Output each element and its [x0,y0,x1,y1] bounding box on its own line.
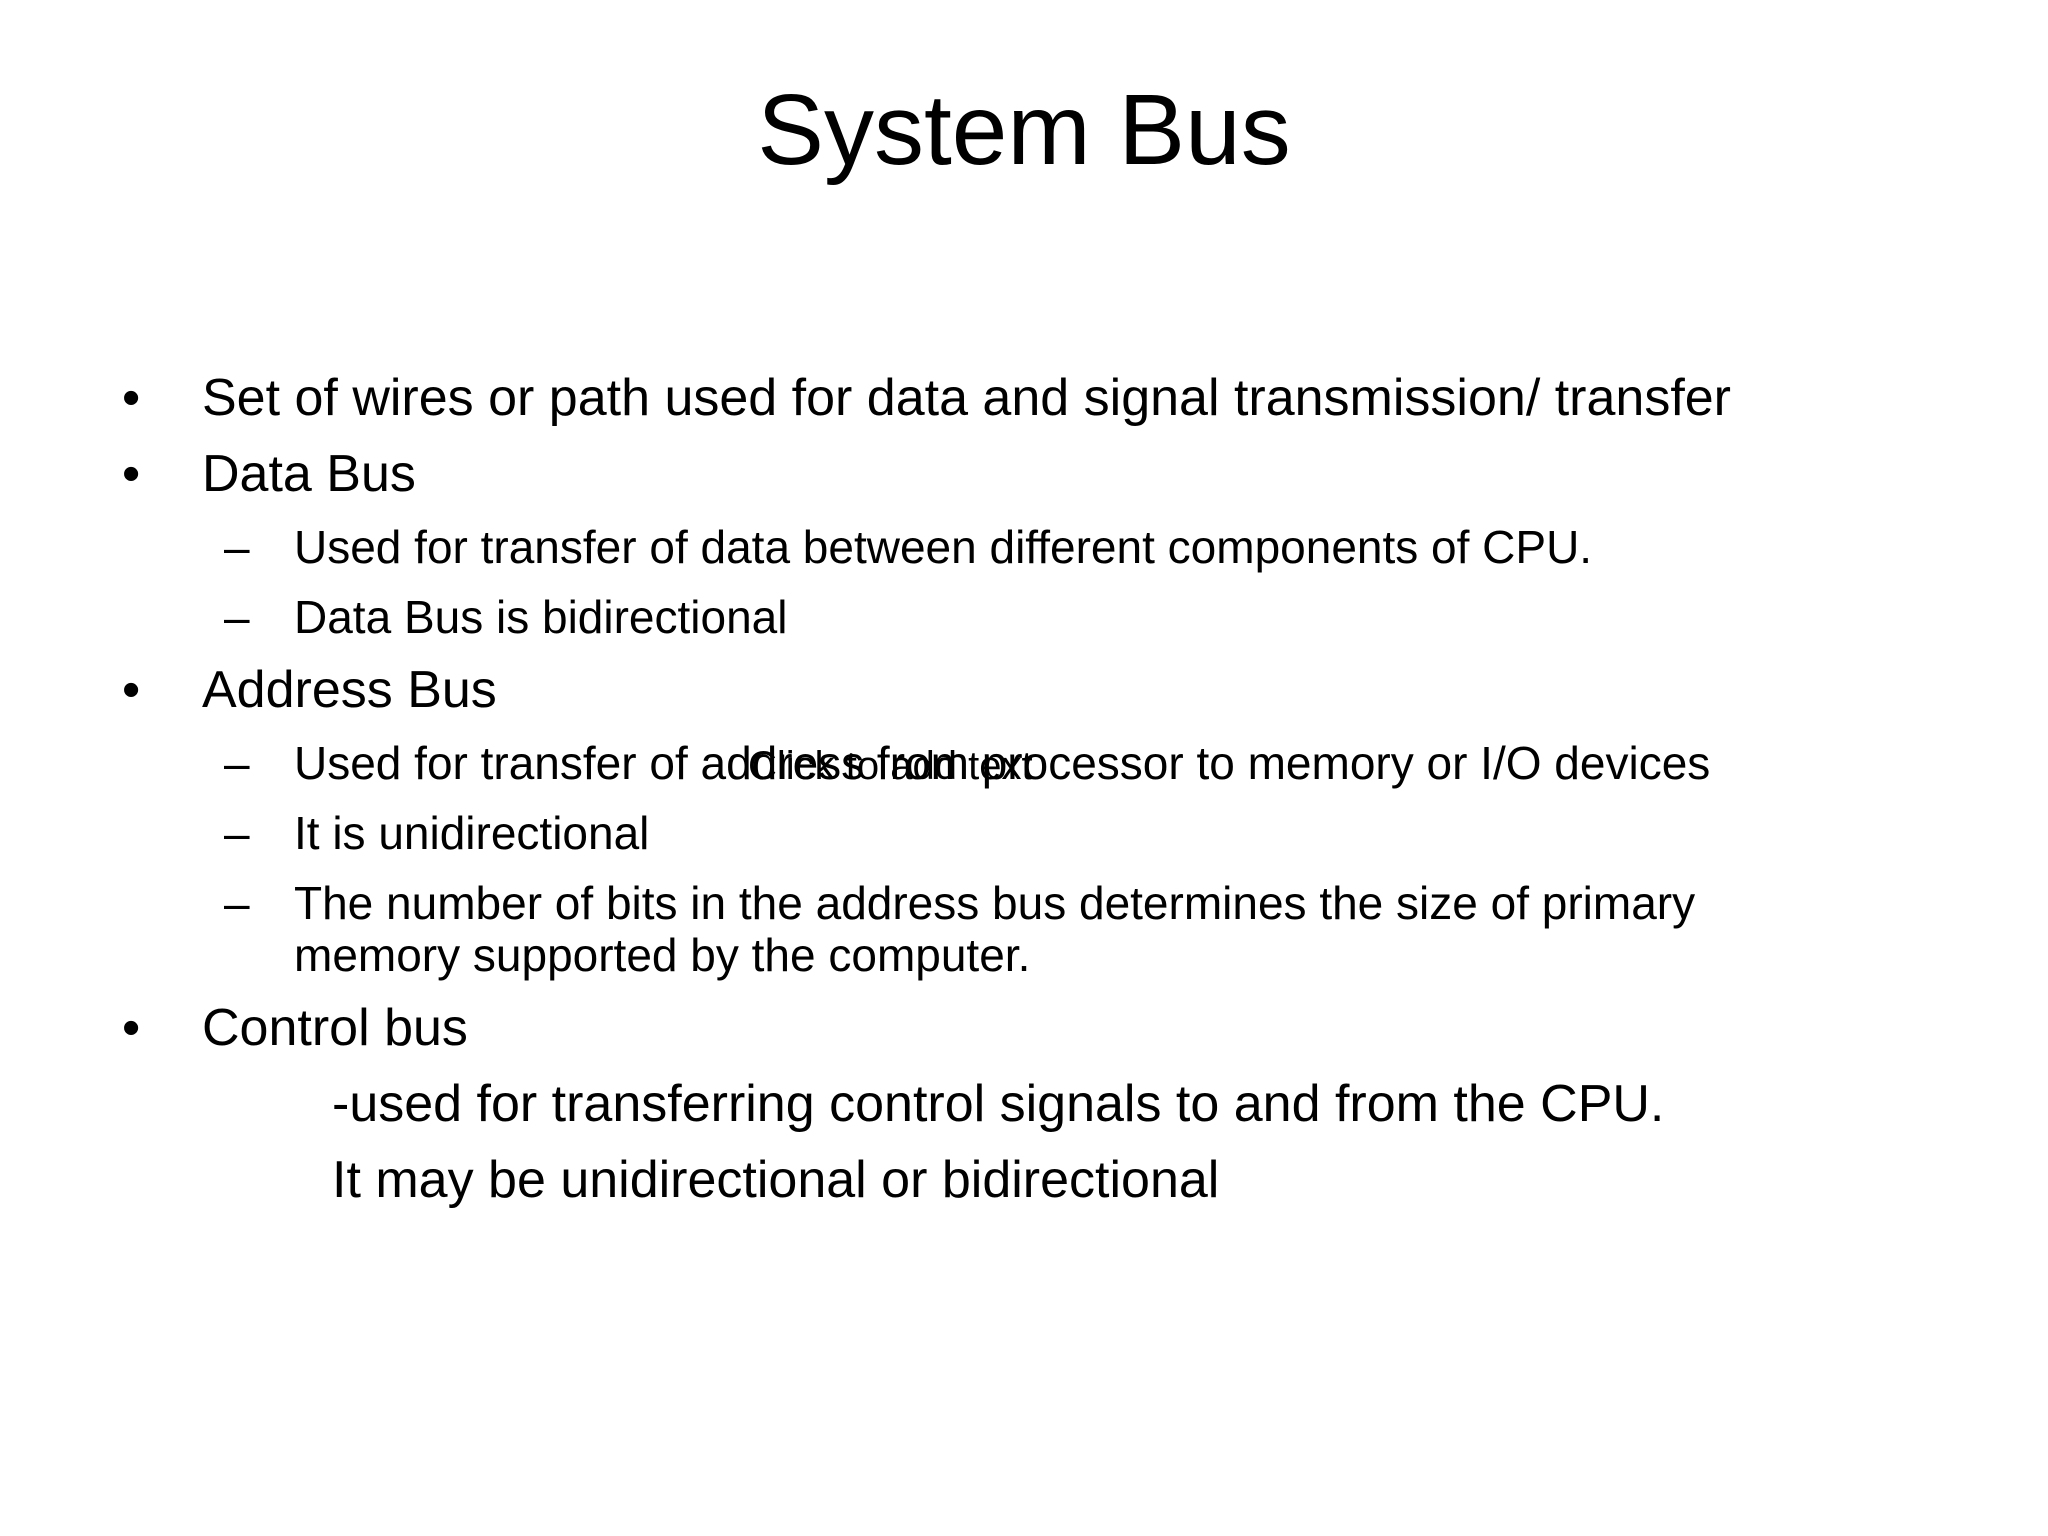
dash-icon: – [224,737,250,789]
list-item: It is unidirectional [294,807,650,859]
dash-icon: – [224,807,250,859]
list-item: It may be unidirectional or bidirectiona… [332,1151,1220,1209]
list-item-continuation: memory supported by the computer. [294,929,1031,981]
list-item: Address Bus [202,661,497,719]
text-placeholder[interactable]: Click to add text [748,744,1033,788]
dash-icon: – [224,521,250,573]
list-item: Control bus [202,999,468,1057]
list-item: Used for transfer of address from proces… [294,737,1711,789]
list-item: The number of bits in the address bus de… [294,877,1696,929]
bullet-icon: • [122,999,141,1057]
bullet-icon: • [122,445,141,503]
bullet-icon: • [122,369,141,427]
list-item: Set of wires or path used for data and s… [202,369,1731,427]
list-item: Used for transfer of data between differ… [294,521,1593,573]
list-item: Data Bus [202,445,416,503]
dash-icon: – [224,591,250,643]
dash-icon: – [224,877,250,929]
list-item: Data Bus is bidirectional [294,591,788,643]
list-item: -used for transferring control signals t… [332,1075,1665,1133]
bullet-icon: • [122,661,141,719]
slide-title[interactable]: System Bus [757,74,1291,186]
